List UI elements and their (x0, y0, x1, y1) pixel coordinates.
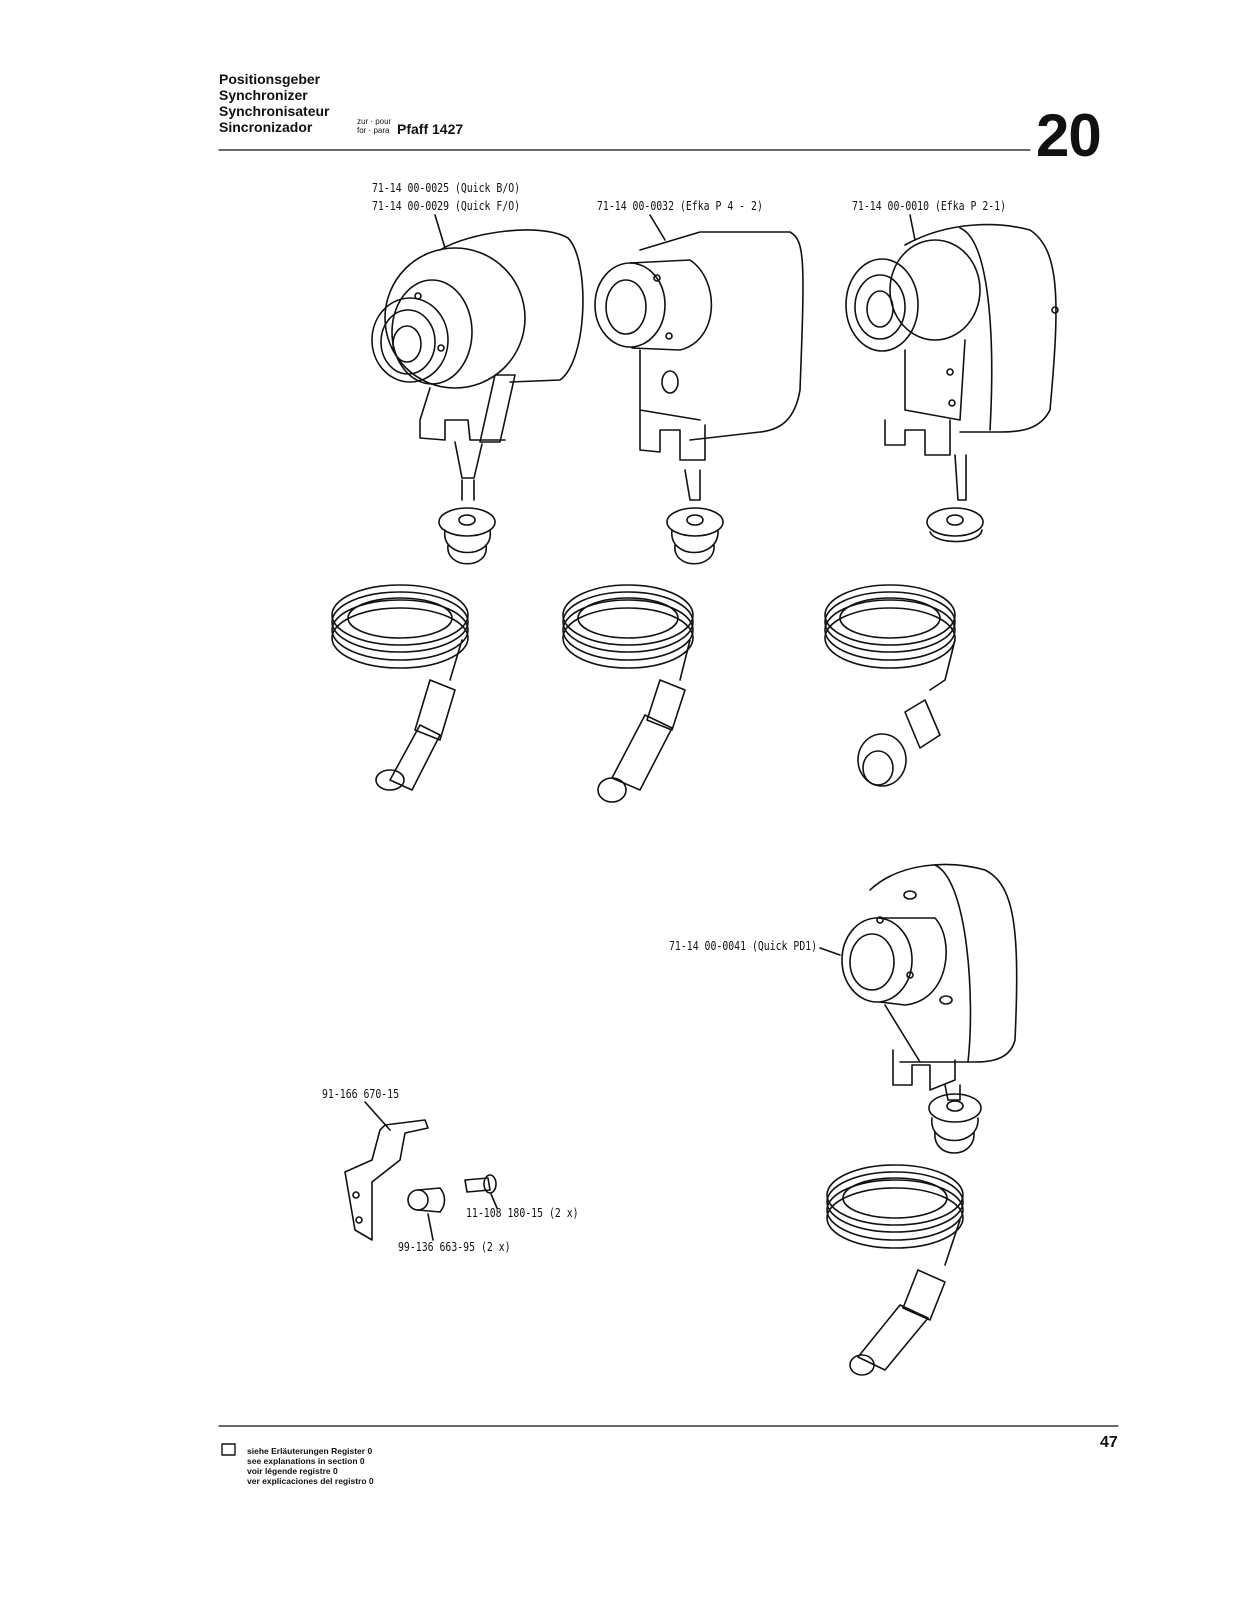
bracket-drawing (344, 1101, 429, 1241)
part-label-sync-4: 71-14 00-0041 (Quick PD1) (669, 939, 818, 953)
legend-fr: voir légende registre 0 (247, 1466, 338, 1476)
title-es: Sincronizador (219, 119, 313, 135)
part-label-sync-3: 71-14 00-0010 (Efka P 2-1) (852, 199, 1007, 213)
part-label-sync-1a: 71-14 00-0025 (Quick B/O) (372, 181, 521, 195)
screw-drawing (464, 1174, 498, 1209)
part-label-spacer: 99-136 663-95 (2 x) (398, 1240, 511, 1254)
header-titles: Positionsgeber Synchronizer Synchronisat… (219, 71, 329, 135)
part-label-sync-1b: 71-14 00-0029 (Quick F/O) (372, 199, 521, 213)
legend-es: ver explicaciones del registro 0 (247, 1476, 374, 1486)
part-label-bracket: 91-166 670-15 (322, 1087, 400, 1101)
legend: siehe Erläuterungen Register 0 see expla… (247, 1446, 374, 1486)
legend-en: see explanations in section 0 (247, 1456, 365, 1466)
legend-box-icon (221, 1443, 236, 1456)
machine-name: Pfaff 1427 (397, 121, 464, 137)
for-label-top: zur · pour (357, 117, 392, 126)
synchronizer-quick-bo-fo-drawing (331, 214, 584, 791)
title-fr: Synchronisateur (219, 103, 330, 119)
for-label-bottom: for · para (357, 126, 390, 135)
part-label-sync-2: 71-14 00-0032 (Efka P 4 - 2) (597, 199, 763, 213)
title-de: Positionsgeber (219, 71, 321, 87)
title-en: Synchronizer (219, 87, 308, 103)
spacer-drawing (407, 1187, 446, 1241)
part-label-screw: 11-108 180-15 (2 x) (466, 1206, 579, 1220)
synchronizer-efka-p21-drawing (824, 214, 1059, 787)
section-number: 20 (1036, 102, 1102, 169)
synchronizer-quick-pd1-drawing (819, 863, 1018, 1376)
synchronizer-efka-p42-drawing (562, 214, 804, 803)
page-number: 47 (1100, 1434, 1118, 1451)
legend-de: siehe Erläuterungen Register 0 (247, 1446, 373, 1456)
